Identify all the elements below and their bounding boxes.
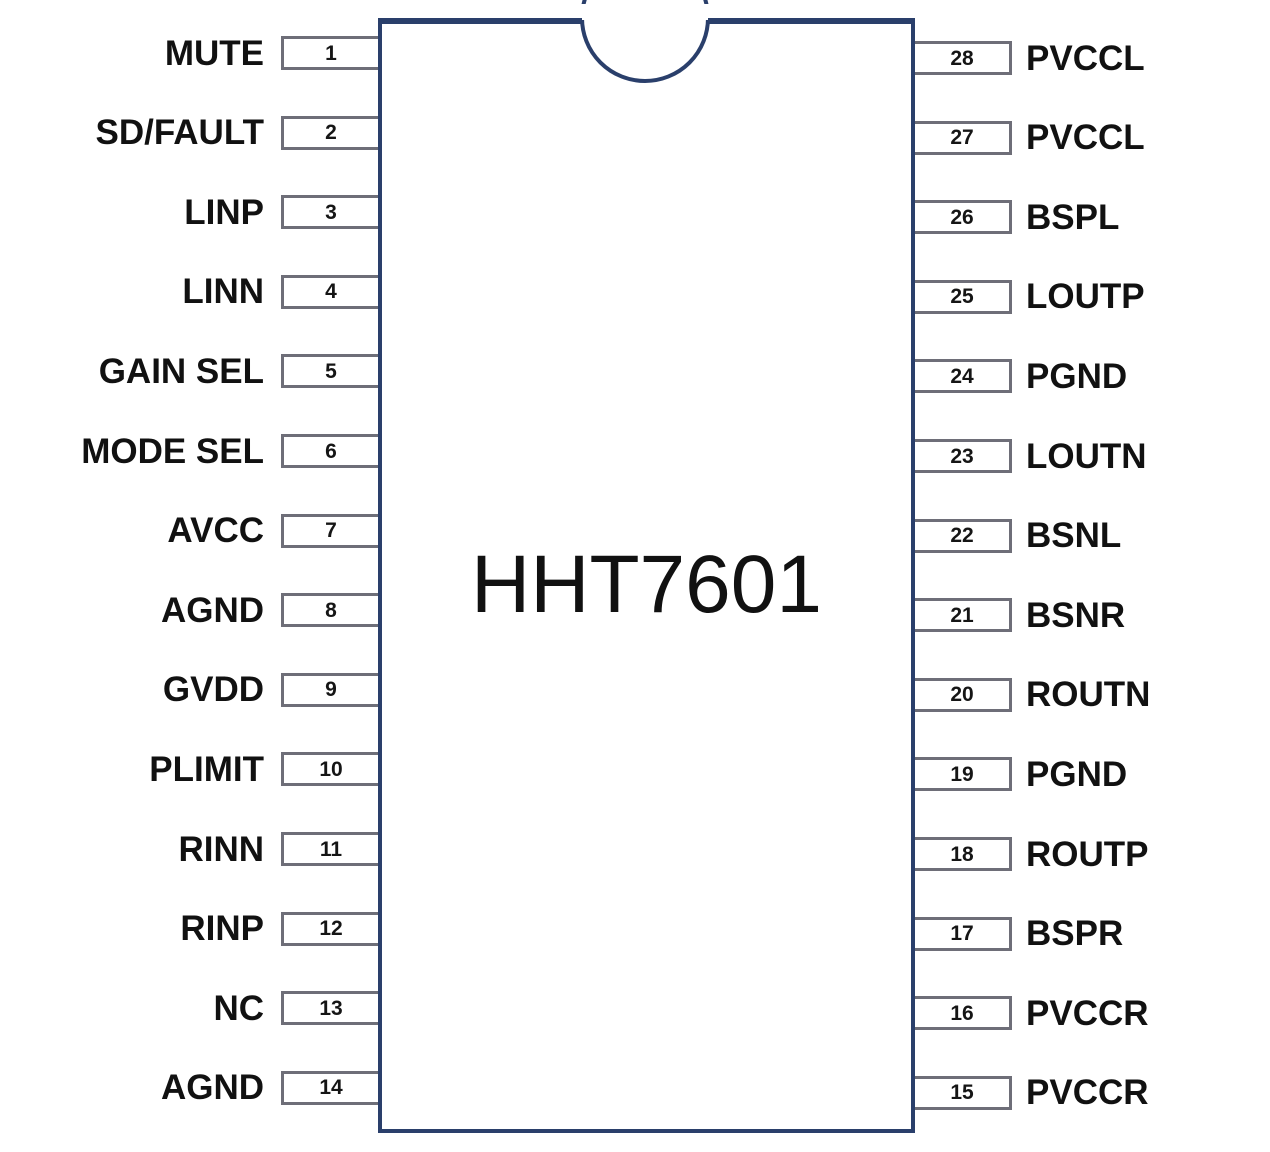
pin-row[interactable]: LINP 3 [0, 192, 378, 232]
pin-row[interactable]: 24 PGND [915, 356, 1270, 396]
pin-row[interactable]: RINN 11 [0, 829, 378, 869]
pin-number-box: 3 [281, 195, 378, 230]
pin-row[interactable]: MUTE 1 [0, 33, 378, 73]
pin-number-box: 6 [281, 434, 378, 468]
pin-name-label: PGND [1026, 356, 1128, 396]
pin-name-label: RINN [178, 829, 264, 869]
pin-name-label: RINP [180, 909, 264, 949]
pin-row[interactable]: 23 LOUTN [915, 436, 1270, 476]
pin-row[interactable]: RINP 12 [0, 909, 378, 949]
pin-number-box: 17 [915, 916, 1012, 951]
pin-name-label: LOUTN [1026, 436, 1147, 476]
pin-number-box: 12 [281, 911, 378, 946]
pin-number-box: 7 [281, 513, 378, 548]
package-top-edge-right [708, 18, 915, 22]
pin-name-label: LINN [182, 272, 264, 312]
pin-name-label: NC [213, 988, 264, 1028]
pin-row[interactable]: AGND 14 [0, 1068, 378, 1108]
pin-row[interactable]: MODE SEL 6 [0, 431, 378, 471]
pin-number-box: 27 [915, 120, 1012, 155]
pin-number-box: 21 [915, 598, 1012, 633]
pin-number-box: 16 [915, 996, 1012, 1031]
pin-row[interactable]: 17 BSPR [915, 914, 1270, 954]
pin-row[interactable]: AVCC 7 [0, 511, 378, 551]
pin-name-label: ROUTN [1026, 675, 1151, 715]
pin-number-box: 24 [915, 359, 1012, 394]
pin-row[interactable]: 28 PVCCL [915, 38, 1270, 78]
pin-name-label: LINP [184, 192, 264, 232]
pin-name-label: PVCCR [1026, 993, 1149, 1033]
pin-name-label: AGND [160, 590, 264, 630]
chip-package-outline [378, 20, 915, 1133]
pin-name-label: BSNL [1026, 516, 1122, 556]
pin-name-label: MODE SEL [81, 431, 264, 471]
pin-name-label: GAIN SEL [98, 351, 264, 391]
pin-name-label: LOUTP [1026, 277, 1145, 317]
pin-name-label: MUTE [164, 33, 264, 73]
pin-row[interactable]: 22 BSNL [915, 516, 1270, 556]
pin-name-label: PVCCL [1026, 38, 1145, 78]
pin-number-box: 1 [281, 36, 378, 70]
pin-row[interactable]: GAIN SEL 5 [0, 351, 378, 391]
pin-row[interactable]: 27 PVCCL [915, 118, 1270, 158]
pin-number-box: 25 [915, 279, 1012, 314]
pin-number-box: 5 [281, 354, 378, 389]
pin-number-box: 10 [281, 752, 378, 787]
pin-row[interactable]: 15 PVCCR [915, 1073, 1270, 1113]
pin-row[interactable]: PLIMIT 10 [0, 749, 378, 789]
pin-number-box: 23 [915, 439, 1012, 473]
pin-number-box: 11 [281, 832, 378, 866]
pin-name-label: PLIMIT [149, 749, 264, 789]
pin-name-label: GVDD [162, 670, 264, 710]
pin-row[interactable]: 18 ROUTP [915, 834, 1270, 874]
pin-number-box: 2 [281, 115, 378, 150]
pin-name-label: BSPR [1026, 914, 1124, 954]
pin-number-box: 18 [915, 837, 1012, 871]
pin-number-box: 15 [915, 1075, 1012, 1110]
pin-row[interactable]: 25 LOUTP [915, 277, 1270, 317]
pin-row[interactable]: 19 PGND [915, 754, 1270, 794]
pin-row[interactable]: GVDD 9 [0, 670, 378, 710]
pin-name-label: PVCCL [1026, 118, 1145, 158]
pin-name-label: PGND [1026, 754, 1128, 794]
pin-row[interactable]: 26 BSPL [915, 197, 1270, 237]
pin-row[interactable]: 20 ROUTN [915, 675, 1270, 715]
pin-number-box: 22 [915, 518, 1012, 553]
pin-number-box: 14 [281, 1070, 378, 1105]
chip-part-number: HHT7601 [471, 539, 822, 630]
pin-number-box: 20 [915, 677, 1012, 712]
pin-name-label: PVCCR [1026, 1073, 1149, 1113]
pin-name-label: AVCC [167, 511, 264, 551]
pin-number-box: 28 [915, 41, 1012, 75]
pin-name-label: AGND [160, 1068, 264, 1108]
pin-row[interactable]: NC 13 [0, 988, 378, 1028]
pin-row[interactable]: LINN 4 [0, 272, 378, 312]
pin-number-box: 19 [915, 757, 1012, 792]
pin-row[interactable]: SD/FAULT 2 [0, 113, 378, 153]
pin-name-label: BSNR [1026, 595, 1126, 635]
pin-number-box: 26 [915, 200, 1012, 235]
pin-row[interactable]: 16 PVCCR [915, 993, 1270, 1033]
pin-number-box: 9 [281, 672, 378, 707]
pin-name-label: ROUTP [1026, 834, 1149, 874]
pin-number-box: 4 [281, 274, 378, 309]
pin-number-box: 8 [281, 593, 378, 628]
pin-row[interactable]: 21 BSNR [915, 595, 1270, 635]
pin-number-box: 13 [281, 991, 378, 1026]
pin-name-label: BSPL [1026, 197, 1120, 237]
package-top-edge-left [378, 18, 582, 22]
pin-name-label: SD/FAULT [95, 113, 264, 153]
pin-row[interactable]: AGND 8 [0, 590, 378, 630]
